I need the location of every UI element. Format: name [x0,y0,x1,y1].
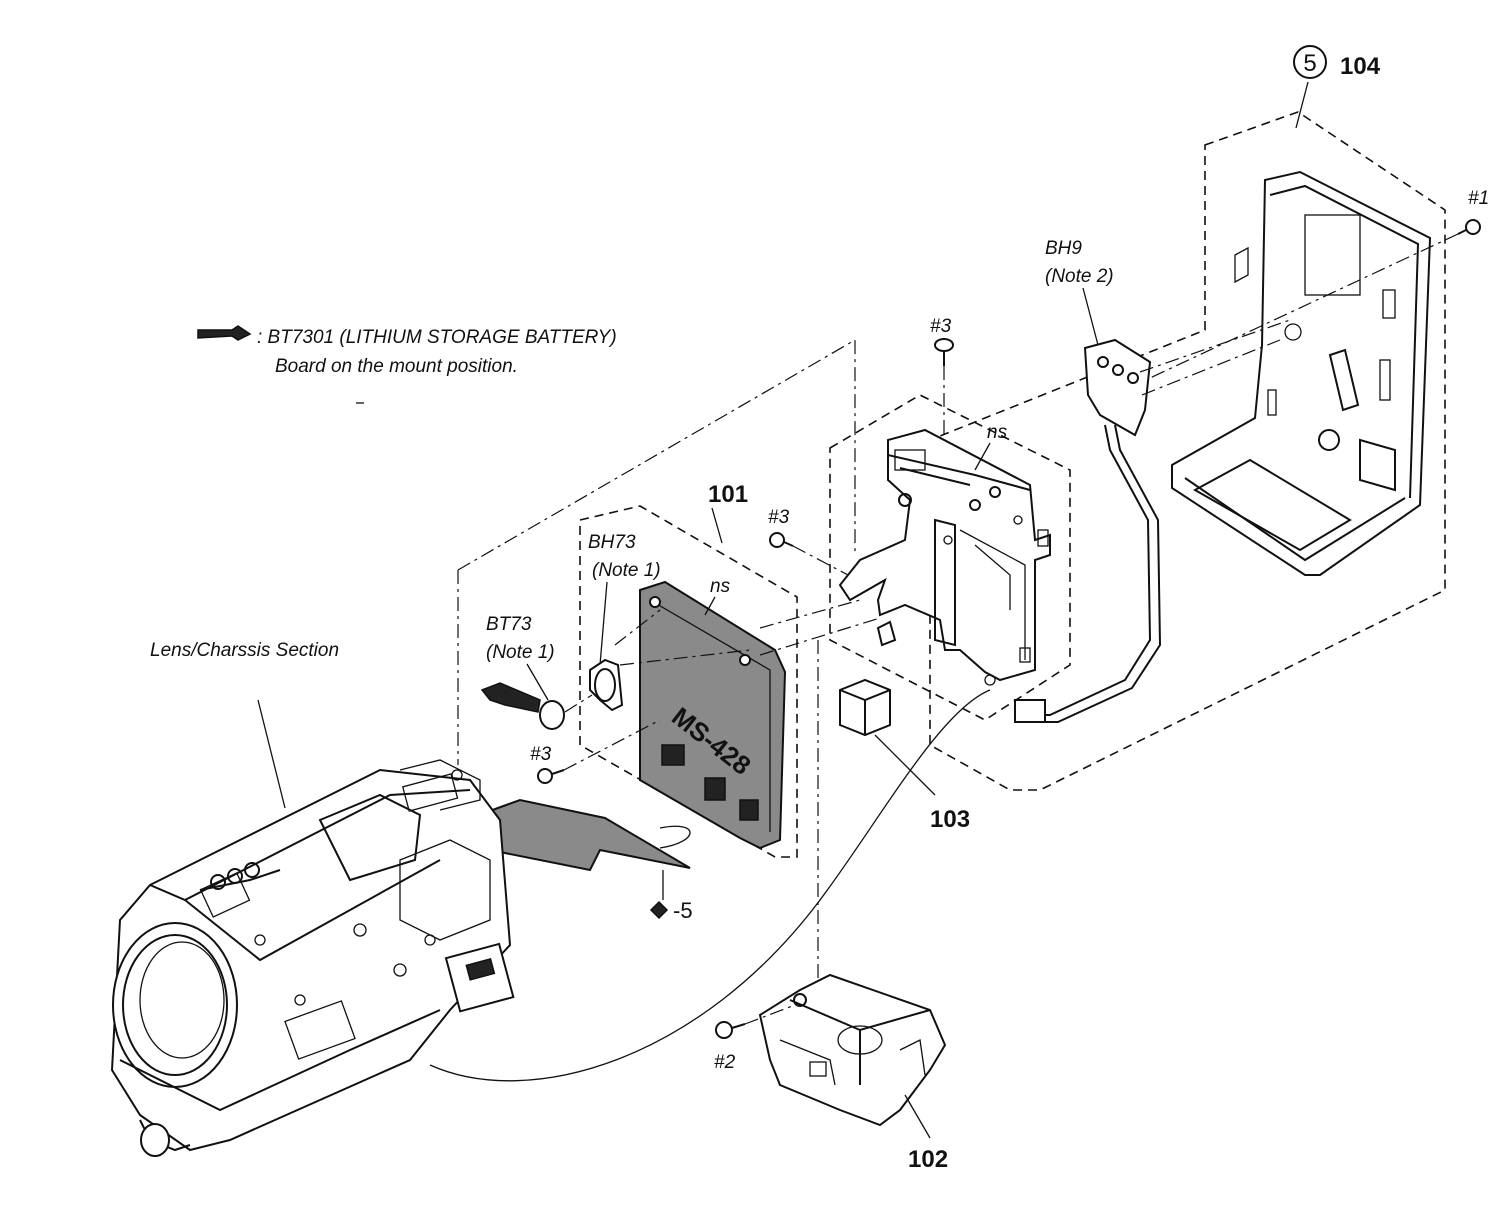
ns-frame-label: ns [987,422,1008,443]
screw-2 [715,1021,746,1039]
diamond-icon [649,900,669,920]
part-number-101: 101 [708,481,748,508]
screw-3-mid [769,532,794,548]
part-102-bracket [758,973,947,1127]
screw-3-top-label: #3 [930,316,952,337]
pointing-hand-icon [197,325,252,341]
center-metal-frame [838,428,1051,686]
screw-3-low-label: #3 [530,744,552,765]
harness-guide-curve [429,689,991,1082]
lens-chassis-assembly [110,759,515,1157]
part-number-103: 103 [930,806,970,833]
bt73-label: BT73 [486,614,532,635]
enclosure-104-outline [929,111,1446,791]
screw-3-mid-label: #3 [768,507,790,528]
lens-section-label: Lens/Charssis Section [150,640,339,661]
screw-3-top [934,338,954,366]
bh73-label: BH73 [588,532,636,553]
part-number-104: 104 [1340,53,1381,80]
screw-1-label: #1 [1468,188,1489,209]
note1-b-label: (Note 1) [486,642,555,663]
screw-2-label: #2 [714,1052,736,1073]
bh73-battery-holder [589,658,624,712]
ref-diamond: -5 [649,898,693,923]
screw-1 [1457,219,1481,235]
board-ms428: MS-428 [639,580,787,850]
reference-circle: 5 [1293,45,1327,79]
screw-3-low [537,768,565,784]
legend-battery-text: : BT7301 (LITHIUM STORAGE BATTERY) [257,327,617,348]
bt73-coin-battery [480,682,565,730]
legend-board-text: Board on the mount position. [275,356,518,377]
note1-a-label: (Note 1) [592,560,661,581]
ref-minus5-label: -5 [673,898,693,923]
bh9-label: BH9 [1045,238,1082,259]
bh9-connector [1014,338,1162,723]
circle-ref-number: 5 [1303,50,1316,77]
ns-board-label: ns [710,576,731,597]
enclosure-frame-outline [829,394,1071,721]
note2-label: (Note 2) [1045,266,1114,287]
legend: : BT7301 (LITHIUM STORAGE BATTERY) Board… [197,325,617,404]
board-mount-outline [457,338,856,571]
part-103-block [839,678,891,737]
rear-cabinet-frame [1171,170,1432,576]
enclosure-101-outline [579,505,798,858]
part-number-102: 102 [908,1146,948,1173]
